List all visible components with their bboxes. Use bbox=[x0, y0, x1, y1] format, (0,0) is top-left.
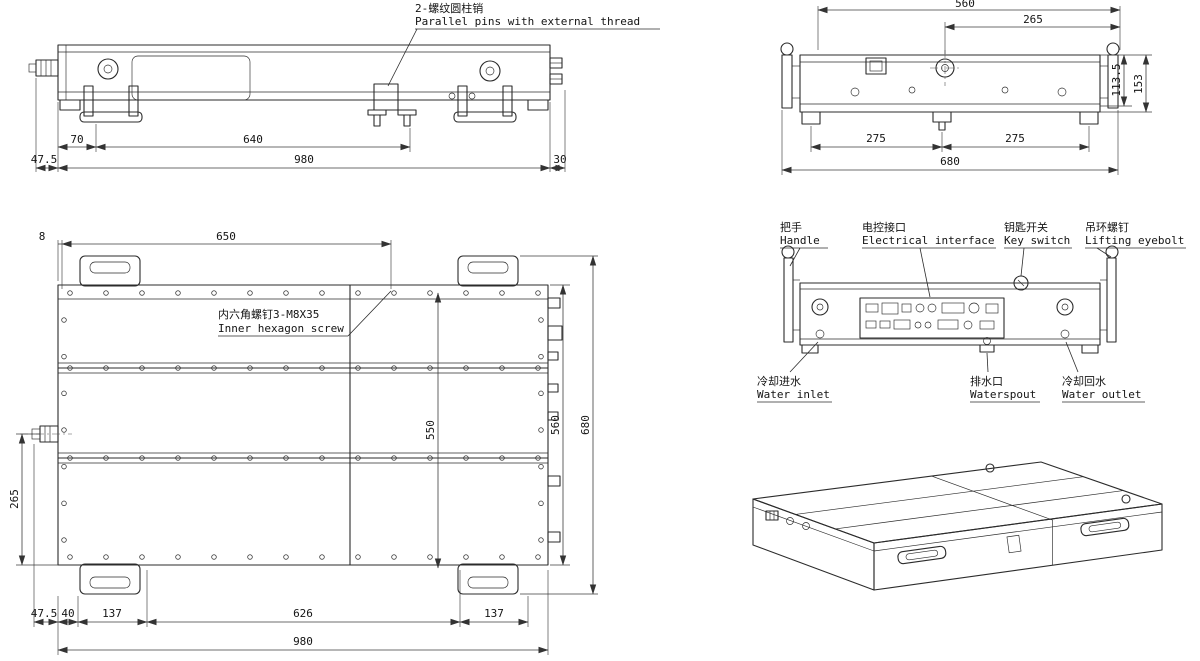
top-handle-bl bbox=[79, 563, 141, 595]
label-electrical-en: Electrical interface bbox=[862, 234, 994, 247]
dim-front-980: 980 bbox=[294, 153, 314, 166]
rear-view: 把手 Handle 电控接口 Electrical interface 钥匙开关… bbox=[757, 220, 1186, 403]
screw-row-mid2 bbox=[67, 455, 541, 461]
front-handle-right bbox=[453, 85, 517, 123]
front-annotation-cn: 2-螺纹圆柱销 bbox=[415, 1, 483, 15]
rear-body bbox=[799, 282, 1101, 346]
dim-side-560: 560 bbox=[955, 0, 975, 10]
label-waterspout-cn: 排水口 bbox=[970, 374, 1003, 388]
dim-side-265: 265 bbox=[1023, 13, 1043, 26]
screw-row-bottom bbox=[67, 554, 541, 560]
dim-top-137b: 137 bbox=[484, 607, 504, 620]
dim-front-30: 30 bbox=[553, 153, 566, 166]
screw-row-mid1 bbox=[67, 365, 541, 371]
top-handle-tl bbox=[79, 255, 141, 287]
dim-front-47-5: 47.5 bbox=[31, 153, 58, 166]
dim-front-640: 640 bbox=[243, 133, 263, 146]
isometric-view bbox=[752, 461, 1163, 591]
top-handle-br bbox=[457, 563, 519, 595]
eyebolt-ring-left bbox=[97, 58, 119, 80]
front-knob-connector bbox=[28, 59, 59, 77]
top-view: 内六角螺钉3-M8X35 Inner hexagon screw 8 650 5… bbox=[8, 230, 598, 655]
front-annotation-en: Parallel pins with external thread bbox=[415, 15, 640, 28]
dim-top-980: 980 bbox=[293, 635, 313, 648]
rear-handle-left bbox=[781, 245, 800, 343]
label-handle-cn: 把手 bbox=[780, 220, 802, 234]
dim-top-560: 560 bbox=[549, 415, 562, 435]
dim-top-8: 8 bbox=[39, 230, 46, 243]
dim-side-275a: 275 bbox=[866, 132, 886, 145]
dim-top-40: 40 bbox=[61, 607, 74, 620]
dim-side-680: 680 bbox=[940, 155, 960, 168]
iso-eyebolt-front bbox=[1121, 494, 1131, 504]
side-handle-left bbox=[780, 42, 800, 109]
iso-knob-connector bbox=[765, 510, 810, 530]
label-water-outlet-cn: 冷却回水 bbox=[1062, 375, 1106, 388]
rear-handle-right bbox=[1100, 245, 1119, 343]
top-annotation-en: Inner hexagon screw bbox=[218, 322, 344, 335]
side-view: 560 265 113.5 153 275 275 680 bbox=[780, 0, 1152, 175]
front-view: 70 640 980 47.5 30 2-螺纹圆柱销 Parallel pins… bbox=[28, 1, 660, 172]
screw-col-left bbox=[61, 317, 67, 543]
dim-side-275b: 275 bbox=[1005, 132, 1025, 145]
front-annotation-leader bbox=[387, 28, 418, 87]
key-switch bbox=[1013, 275, 1029, 291]
label-water-outlet-en: Water outlet bbox=[1062, 388, 1141, 401]
screw-row-top bbox=[67, 290, 541, 296]
iso-right-face bbox=[873, 503, 1163, 591]
label-eyebolt-cn: 吊环螺钉 bbox=[1085, 221, 1129, 234]
top-body bbox=[57, 284, 549, 566]
label-eyebolt-en: Lifting eyebolt bbox=[1085, 234, 1184, 247]
label-plate bbox=[131, 55, 251, 101]
iso-eyebolt-back bbox=[985, 463, 995, 473]
electrical-panel bbox=[859, 297, 1005, 339]
water-inlet-port bbox=[811, 298, 829, 339]
dim-top-680: 680 bbox=[579, 415, 592, 435]
label-handle-en: Handle bbox=[780, 234, 820, 247]
iso-handle-right bbox=[1080, 517, 1130, 537]
label-key-switch-cn: 钥匙开关 bbox=[1004, 220, 1048, 234]
label-water-inlet-cn: 冷却进水 bbox=[757, 375, 801, 388]
square-connector bbox=[865, 57, 887, 75]
label-water-inlet-en: Water inlet bbox=[757, 388, 830, 401]
dim-top-47-5: 47.5 bbox=[31, 607, 58, 620]
label-key-switch-en: Key switch bbox=[1004, 234, 1070, 247]
waterspout-port bbox=[979, 344, 995, 353]
dim-top-265: 265 bbox=[8, 489, 21, 509]
screw-col-right bbox=[538, 317, 544, 543]
dim-side-113-5: 113.5 bbox=[1110, 63, 1123, 96]
dim-front-70: 70 bbox=[70, 133, 83, 146]
iso-handle-left bbox=[897, 545, 947, 565]
front-handle-left bbox=[79, 85, 143, 123]
label-waterspout-en: Waterspout bbox=[970, 388, 1036, 401]
top-annotation-leader bbox=[347, 290, 392, 337]
round-connector bbox=[930, 50, 960, 86]
top-handle-tr bbox=[457, 255, 519, 287]
dim-side-153: 153 bbox=[1132, 74, 1145, 94]
side-body bbox=[799, 54, 1101, 113]
parallel-pin-bracket bbox=[367, 83, 417, 127]
label-electrical-cn: 电控接口 bbox=[862, 220, 906, 234]
dim-top-626: 626 bbox=[293, 607, 313, 620]
top-annotation-cn: 内六角螺钉3-M8X35 bbox=[218, 307, 319, 321]
dim-top-550: 550 bbox=[424, 420, 437, 440]
dim-top-650: 650 bbox=[216, 230, 236, 243]
water-outlet-port bbox=[1056, 298, 1074, 339]
eyebolt-ring-right bbox=[479, 60, 501, 82]
dim-top-137a: 137 bbox=[102, 607, 122, 620]
